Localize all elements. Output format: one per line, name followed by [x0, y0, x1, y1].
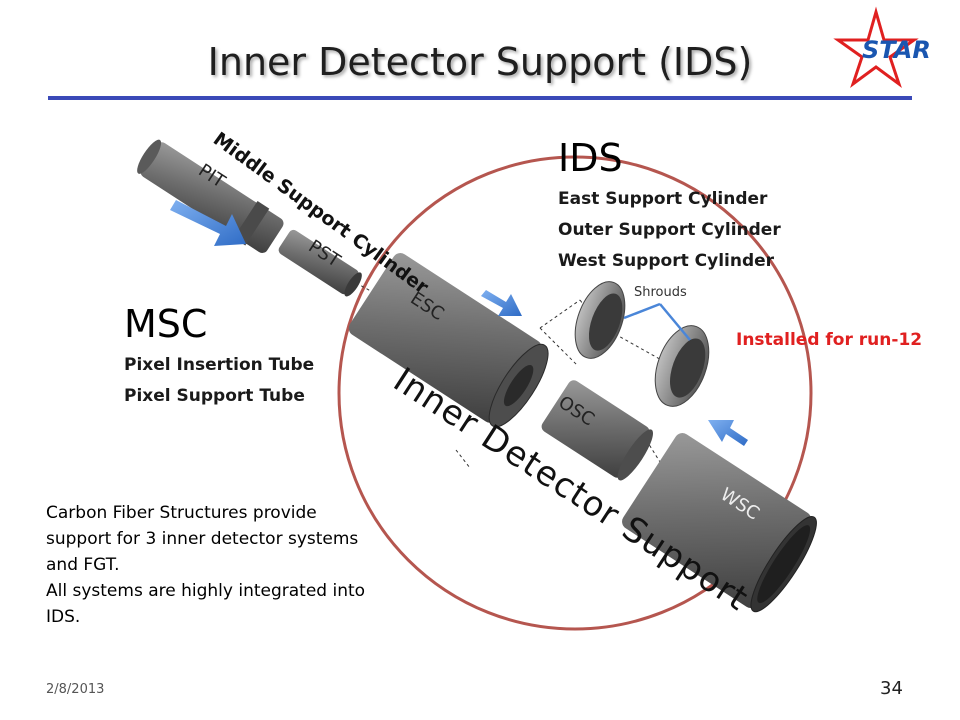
- star-logo-text: STAR: [862, 36, 931, 64]
- msc-item: Pixel Support Tube: [124, 386, 305, 406]
- shrouds-label: Shrouds: [634, 285, 687, 300]
- ids-circle: [337, 155, 813, 631]
- osc-cylinder: [541, 380, 653, 481]
- installed-note: Installed for run-12: [736, 330, 923, 350]
- star-logo-icon: [833, 6, 919, 89]
- esc-cylinder: [348, 253, 549, 428]
- slide-date: 2/8/2013: [46, 682, 105, 697]
- ids-item: Outer Support Cylinder: [558, 220, 781, 240]
- pit-tube: [137, 139, 284, 253]
- shroud-pointers: [623, 302, 691, 341]
- shroud-ring-1: [574, 281, 626, 359]
- notes-line: IDS.: [46, 607, 81, 627]
- arrow-pit: [170, 200, 246, 246]
- ids-item: West Support Cylinder: [558, 251, 775, 271]
- wsc-cylinder: [622, 433, 817, 613]
- blue-arrows: [170, 200, 748, 446]
- notes-line: and FGT.: [46, 555, 120, 575]
- arrow-wsc: [708, 420, 748, 446]
- ids-list: East Support Cylinder Outer Support Cyli…: [558, 184, 781, 277]
- msc-list: Pixel Insertion Tube Pixel Support Tube: [124, 350, 314, 412]
- slide-title: Inner Detector Support (IDS): [207, 40, 753, 84]
- shroud-ring-2: [654, 325, 710, 407]
- notes-line: All systems are highly integrated into: [46, 581, 366, 601]
- title-underline: [48, 96, 912, 100]
- notes-paragraph: Carbon Fiber Structures provide support …: [46, 500, 416, 630]
- msc-item: Pixel Insertion Tube: [124, 355, 315, 375]
- pst-tube: [278, 229, 362, 297]
- notes-line: Carbon Fiber Structures provide: [46, 503, 317, 523]
- arrow-esc: [481, 290, 522, 316]
- page-number: 34: [880, 678, 903, 699]
- ids-heading: IDS: [558, 136, 623, 180]
- notes-line: support for 3 inner detector systems: [46, 529, 359, 549]
- msc-heading: MSC: [124, 302, 208, 346]
- ids-item: East Support Cylinder: [558, 189, 768, 209]
